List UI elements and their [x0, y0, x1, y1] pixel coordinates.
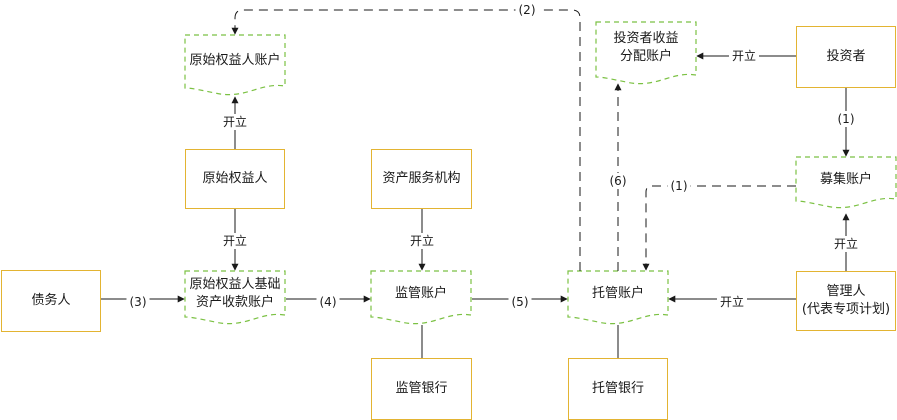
edge-label-open-raise-account: 开立 [830, 236, 862, 252]
edge-label-step3: (3) [126, 294, 150, 310]
originator-label: 原始权益人 [202, 171, 268, 186]
collection-account: 原始权益人基础 资产收款账户 [185, 271, 285, 327]
debtor-box: 债务人 [1, 270, 101, 332]
edge-label-step4: (4) [316, 294, 340, 310]
collection-account-label-line1: 原始权益人基础 [189, 277, 281, 292]
originator-account-shape [184, 34, 286, 96]
service-agency-label: 资产服务机构 [382, 171, 461, 186]
manager-label-line2: (代表专项计划) [801, 302, 891, 317]
investor-account-shape [595, 21, 697, 85]
raise-account: 募集账户 [796, 157, 896, 213]
investor-account-label-line2: 分配账户 [619, 49, 672, 64]
investor-account: 投资者收益 分配账户 [596, 22, 696, 84]
supervision-bank-label: 监管银行 [395, 381, 448, 396]
edge-label-step6: (6) [606, 173, 630, 189]
edge-label-open-originator-account: 开立 [219, 114, 251, 130]
custody-account-label: 托管账户 [591, 286, 644, 301]
collection-account-shape [184, 270, 286, 325]
edge-label-step1-raise: (1) [667, 178, 691, 194]
supervision-account-shape [370, 270, 472, 325]
supervision-account-label: 监管账户 [394, 286, 447, 301]
supervision-account: 监管账户 [371, 271, 471, 327]
edge-label-step1-investor: (1) [834, 111, 858, 127]
collection-account-label-line2: 资产收款账户 [195, 295, 274, 310]
edge-label-open-supervision-account: 开立 [406, 233, 438, 249]
manager-label-line1: 管理人 [826, 284, 866, 299]
edge-label-open-custody-account: 开立 [716, 294, 748, 310]
originator-account-label: 原始权益人账户 [189, 53, 281, 68]
raise-account-shape [795, 156, 897, 209]
service-agency-box: 资产服务机构 [371, 149, 472, 209]
investor-account-label-line1: 投资者收益 [613, 31, 679, 46]
custody-bank-label: 托管银行 [591, 381, 644, 396]
edge-label-step2: (2) [515, 2, 539, 18]
custody-bank-box: 托管银行 [568, 358, 668, 420]
edge-label-step5: (5) [508, 294, 532, 310]
manager-box: 管理人 (代表专项计划) [796, 271, 896, 331]
originator-account: 原始权益人账户 [185, 35, 285, 97]
raise-account-label: 募集账户 [819, 172, 872, 187]
edge-label-open-collection-account: 开立 [219, 233, 251, 249]
edge-label-open-investor: 开立 [728, 48, 760, 64]
originator-box: 原始权益人 [185, 149, 285, 209]
custody-account-shape [567, 270, 669, 325]
debtor-label: 债务人 [31, 293, 71, 308]
custody-account: 托管账户 [568, 271, 668, 327]
investor-label: 投资者 [826, 49, 866, 64]
supervision-bank-box: 监管银行 [371, 358, 472, 420]
investor-box: 投资者 [796, 26, 896, 88]
